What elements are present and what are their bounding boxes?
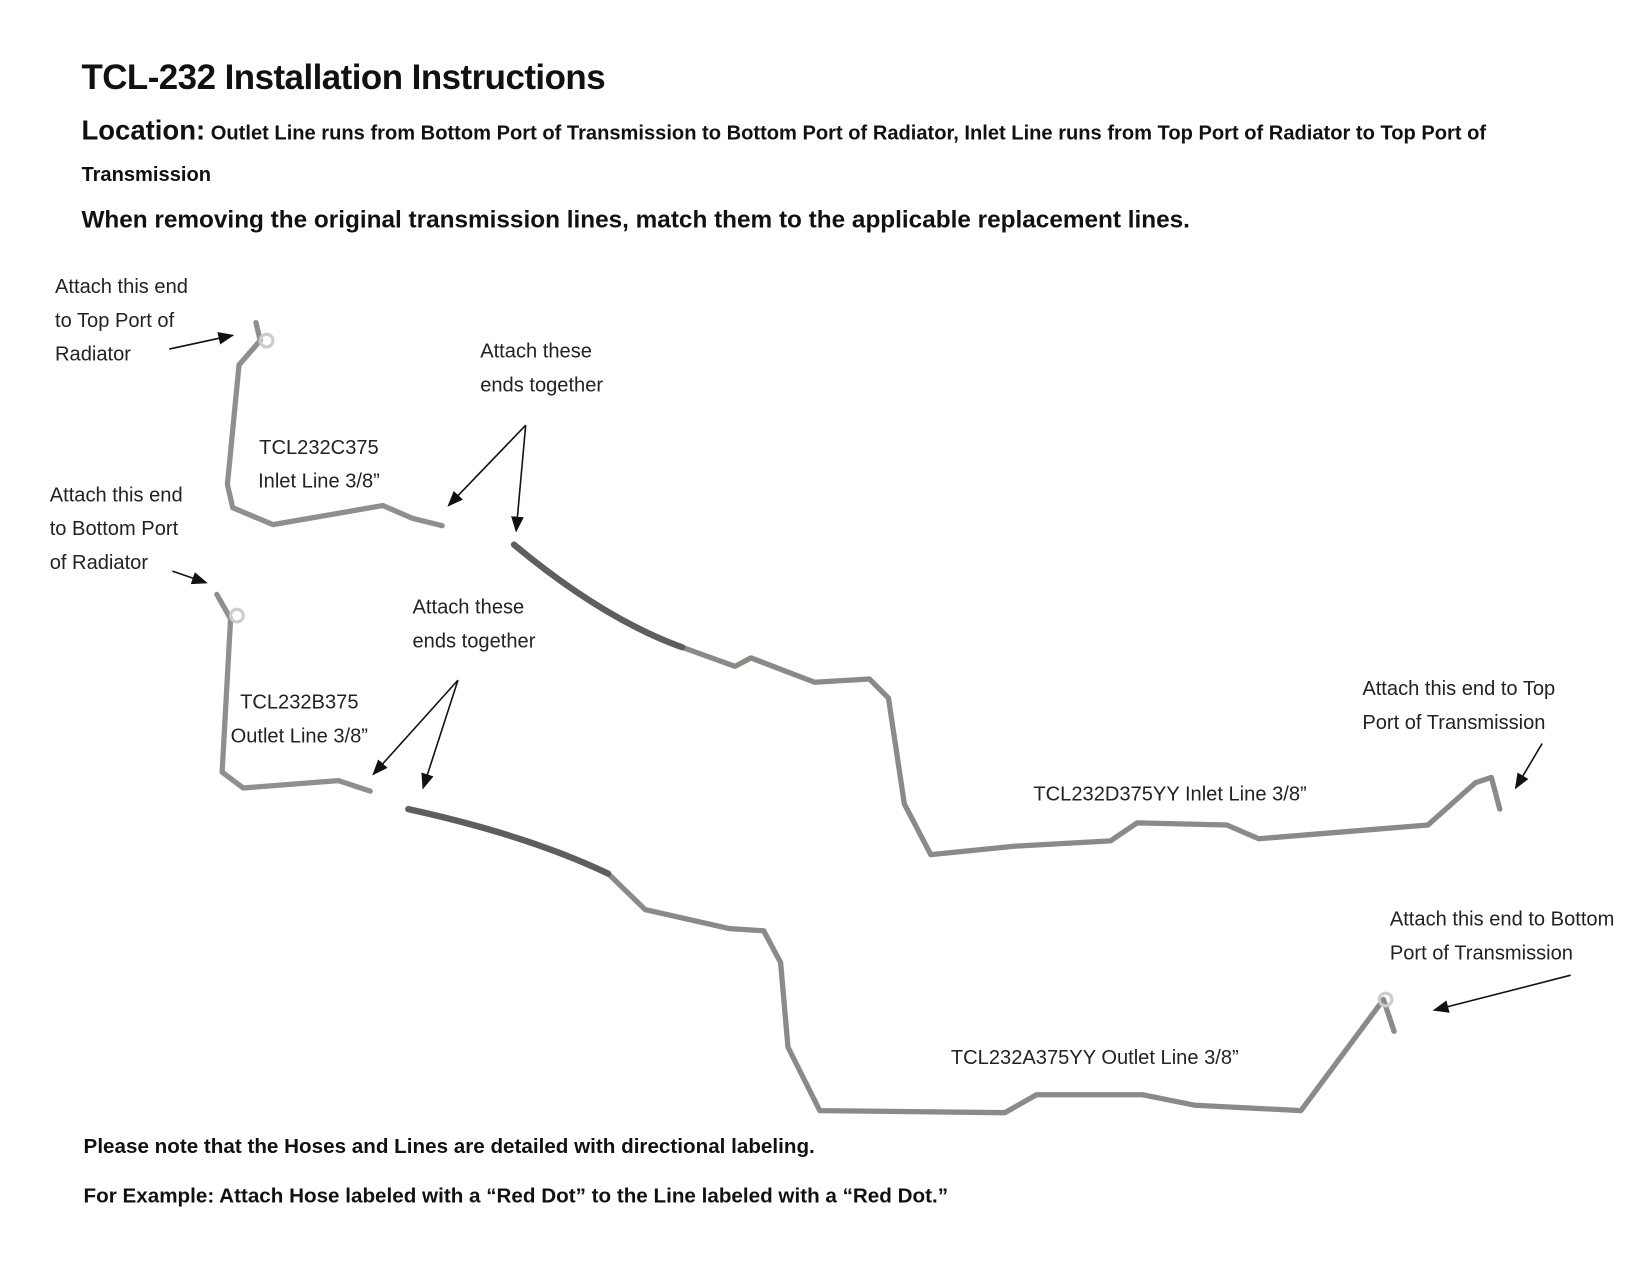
label-line: Attach these [412, 596, 525, 619]
arrow [1514, 743, 1543, 790]
label-line: Attach this end [49, 484, 183, 507]
inlet-line-c [224, 319, 445, 529]
fitting-clamp [228, 607, 245, 624]
label-line: Attach these [480, 340, 592, 363]
label-line: Radiator [55, 343, 131, 366]
label-ends-together-1: Attach these ends together [480, 335, 603, 403]
outlet-line-b [214, 591, 373, 794]
note-example: For Example: Attach Hose labeled with a … [83, 1184, 949, 1208]
part-description: Inlet Line 3/8” [258, 470, 380, 493]
label-line: ends together [480, 374, 604, 397]
label-part-b: TCL232B375 Outlet Line 3/8” [231, 686, 368, 754]
label-bottom-radiator: Attach this end to Bottom Port of Radiat… [50, 479, 183, 581]
part-description: Outlet Line 3/8” [230, 725, 368, 748]
label-top-transmission: Attach this end to Top Port of Transmiss… [1362, 673, 1555, 741]
page-title: TCL-232 Installation Instructions [81, 57, 606, 97]
arrow [511, 425, 527, 533]
label-ends-together-2: Attach these ends together [413, 591, 536, 659]
arrow [1432, 974, 1571, 1013]
label-top-radiator: Attach this end to Top Port of Radiator [55, 271, 188, 373]
location-label: Location: [81, 114, 206, 146]
part-number: TCL232C375 [259, 436, 379, 460]
label-line: to Top Port of [55, 309, 175, 333]
label-line: Port of Transmission [1389, 942, 1573, 965]
instruction-heading: When removing the original transmission … [81, 205, 1190, 233]
label-part-c: TCL232C375 Inlet Line 3/8” [258, 432, 380, 500]
label-line: Attach this end to Top [1362, 677, 1556, 701]
location-text: Location: Outlet Line runs from Bottom P… [81, 110, 1583, 196]
arrow [372, 679, 459, 776]
fitting-clamp [258, 332, 275, 349]
label-line: ends together [412, 630, 536, 653]
part-number: TCL232B375 [240, 691, 359, 714]
fitting-clamp [1377, 991, 1394, 1008]
arrow [172, 570, 208, 585]
label-bottom-transmission: Attach this end to Bottom Port of Transm… [1390, 903, 1615, 971]
arrow [169, 332, 235, 350]
location-description: Outlet Line runs from Bottom Port of Tra… [81, 122, 1487, 187]
arrow [447, 424, 527, 507]
label-line: of Radiator [49, 552, 149, 575]
label-line: Attach this end to Bottom [1389, 908, 1615, 931]
note-directional-labeling: Please note that the Hoses and Lines are… [83, 1134, 815, 1159]
label-part-d: TCL232D375YY Inlet Line 3/8” [1033, 783, 1307, 806]
label-line: to Bottom Port [49, 518, 179, 541]
label-part-a: TCL232A375YY Outlet Line 3/8” [950, 1047, 1239, 1070]
label-line: Port of Transmission [1362, 711, 1546, 735]
label-line: Attach this end [55, 276, 188, 299]
arrow [421, 679, 459, 790]
inlet-hose-d [511, 542, 1503, 858]
